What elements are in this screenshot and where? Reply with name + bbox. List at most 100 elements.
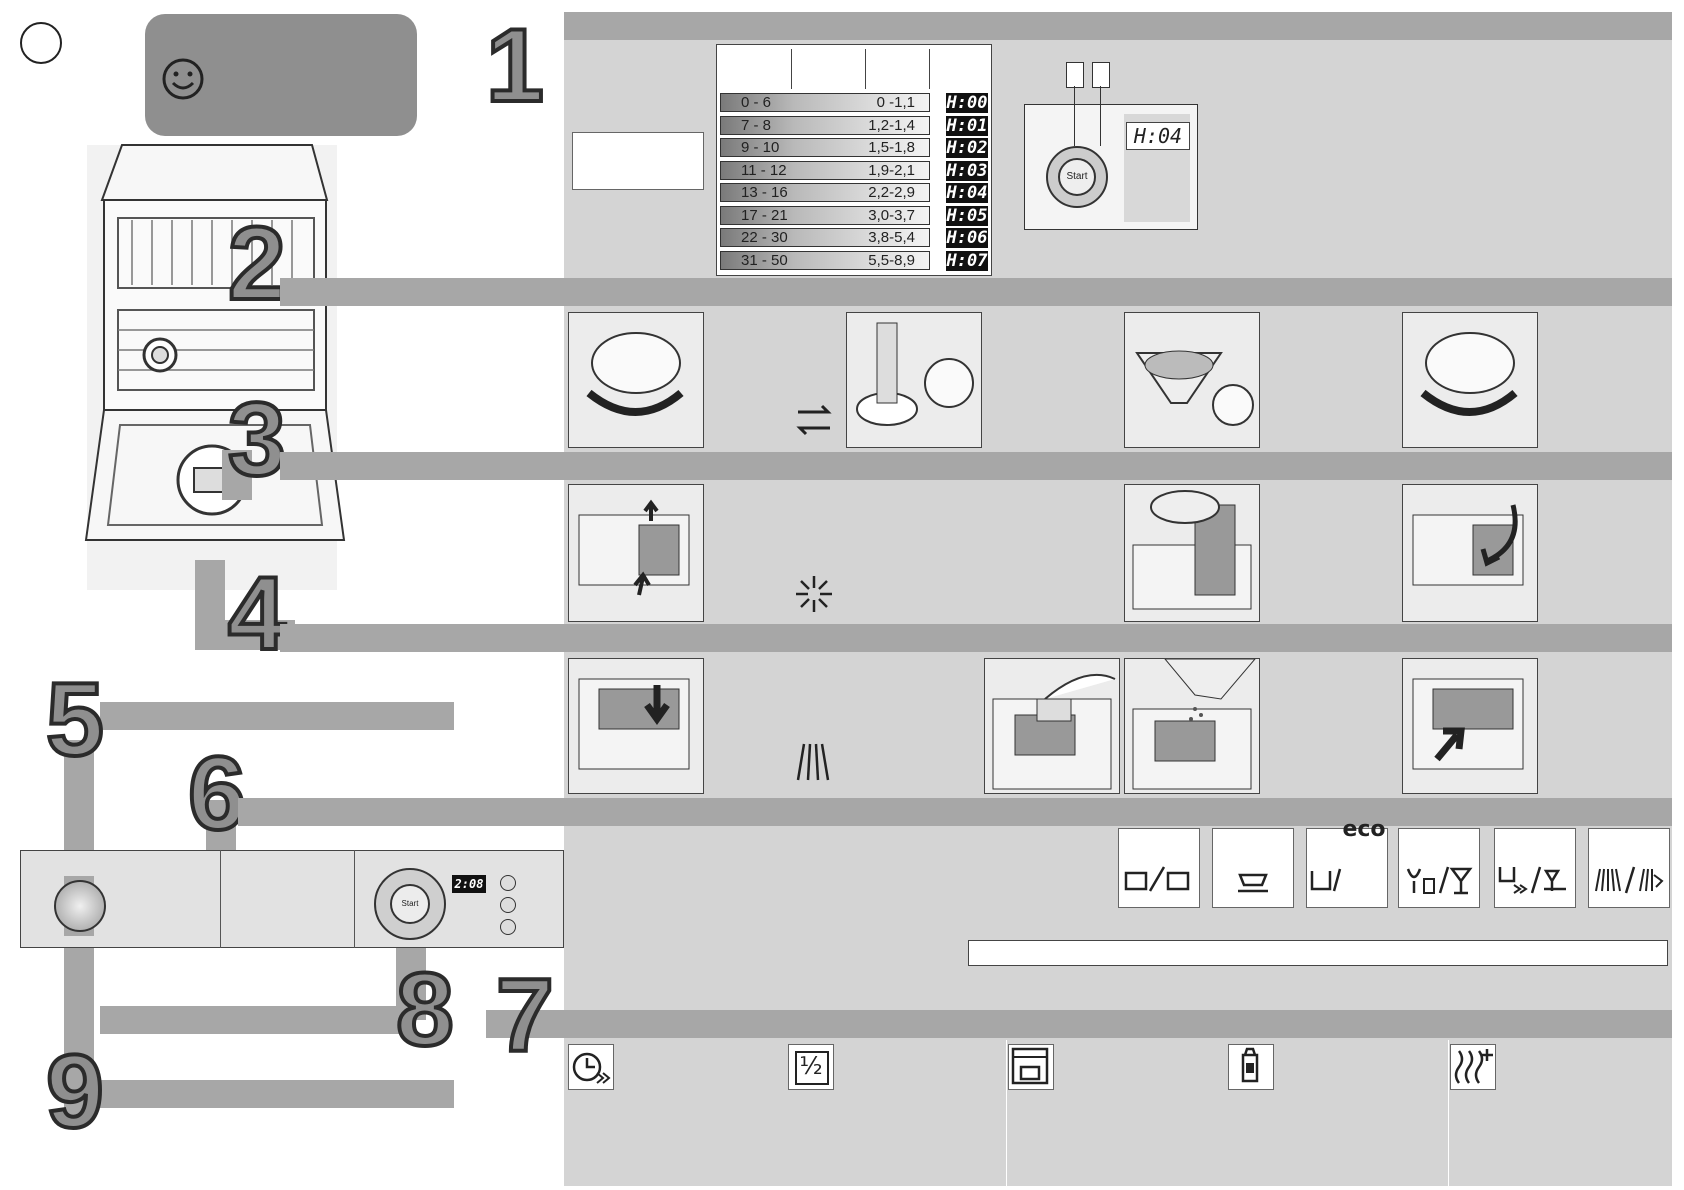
panel-divider xyxy=(354,850,355,948)
closeup-display: H:04 xyxy=(1126,122,1190,150)
intensive-icon xyxy=(1124,866,1190,892)
hardness-row: 13 - 16 2,2-2,9 xyxy=(720,183,930,202)
callout-box xyxy=(1066,62,1084,88)
hygiene-icon xyxy=(1241,1047,1259,1083)
hardness-setting: H:04 xyxy=(946,183,988,203)
corner-circle xyxy=(20,22,62,64)
prerinse-icon xyxy=(1595,866,1664,894)
blank-label-box xyxy=(572,132,704,190)
salt-icon xyxy=(796,404,832,436)
option-hygiene[interactable] xyxy=(1228,1044,1274,1090)
dishwasher-illustration xyxy=(84,144,346,590)
rinse-aid-open-image xyxy=(568,484,704,622)
step-number-4: 4 xyxy=(226,556,288,672)
hardness-row: 0 - 6 0 -1,1 xyxy=(720,93,930,112)
intensivezone-icon xyxy=(1011,1047,1049,1085)
hardness-dh: 0 - 6 xyxy=(741,94,772,111)
eco-text: eco xyxy=(1342,817,1386,842)
option-button[interactable] xyxy=(500,897,516,913)
callout-line xyxy=(1100,86,1101,146)
step-number-5: 5 xyxy=(44,662,106,778)
hardness-dh: 13 - 16 xyxy=(741,184,788,201)
option-halfload[interactable]: ½ xyxy=(788,1044,834,1090)
hardness-mmol: 2,2-2,9 xyxy=(868,184,915,201)
hardness-mmol: 1,2-1,4 xyxy=(868,116,915,134)
hardness-dh: 17 - 21 xyxy=(741,206,788,224)
hardness-dh: 7 - 8 xyxy=(741,116,772,134)
hardness-dh: 9 - 10 xyxy=(741,139,780,156)
hardness-dh: 22 - 30 xyxy=(741,229,788,246)
start-button[interactable]: Start xyxy=(390,884,430,924)
delicate-icon xyxy=(1238,873,1268,893)
option-button[interactable] xyxy=(500,919,516,935)
program-prerinse[interactable] xyxy=(1588,828,1670,908)
control-panel xyxy=(20,850,564,948)
step-number-1: 1 xyxy=(484,8,546,124)
hardness-row: 22 - 30 3,8-5,4 xyxy=(720,228,930,247)
panel-divider xyxy=(220,850,221,948)
program-glass[interactable] xyxy=(1398,828,1480,908)
step6-bar xyxy=(238,798,1672,826)
detergent-icon xyxy=(796,743,830,781)
program-delicate[interactable] xyxy=(1212,828,1294,908)
hardness-setting: H:03 xyxy=(946,160,988,181)
step-number-3: 3 xyxy=(226,382,288,498)
hardness-dh: 11 - 12 xyxy=(741,161,787,179)
detergent-powder-image xyxy=(1124,658,1260,794)
option-extradry[interactable] xyxy=(1450,1044,1496,1090)
closeup-start-label: Start xyxy=(1066,171,1088,182)
hardness-row: 11 - 12 1,9-2,1 xyxy=(720,160,930,180)
hardness-mmol: 1,9-2,1 xyxy=(868,161,915,179)
timedelay-icon xyxy=(572,1052,611,1084)
extradry-icon xyxy=(1454,1049,1493,1084)
option-timedelay[interactable] xyxy=(568,1044,614,1090)
step5-bar xyxy=(100,702,454,730)
salt-cap-open-image xyxy=(568,312,704,448)
connector-4b xyxy=(195,620,295,650)
step-number-2: 2 xyxy=(226,206,288,322)
program-eco[interactable]: eco xyxy=(1306,817,1388,908)
step2-bar xyxy=(280,278,1672,306)
auto-icon xyxy=(1498,866,1566,894)
program-auto[interactable] xyxy=(1494,828,1576,908)
closeup-start-button[interactable]: Start xyxy=(1058,158,1096,196)
hardness-mmol: 1,5-1,8 xyxy=(868,139,915,156)
hardness-row: 17 - 21 3,0-3,7 xyxy=(720,205,930,225)
hardness-mmol: 3,0-3,7 xyxy=(868,206,915,224)
step-number-7: 7 xyxy=(494,958,556,1074)
detergent-close-image xyxy=(1402,658,1538,794)
panel-divider xyxy=(1448,1040,1449,1186)
callout-box xyxy=(1092,62,1110,88)
start-label: Start xyxy=(401,899,419,908)
step4-bar xyxy=(280,624,1672,652)
rinse-aid-close-image xyxy=(1402,484,1538,622)
step8-bar xyxy=(100,1006,400,1034)
hardness-setting: H:06 xyxy=(946,228,988,248)
panel-divider xyxy=(1006,1040,1007,1186)
detergent-tablet-image xyxy=(984,658,1120,794)
salt-cap-close-image xyxy=(1402,312,1538,448)
option-intensivezone[interactable] xyxy=(1008,1044,1054,1090)
rinse-aid-icon xyxy=(796,576,832,612)
main-switch-button[interactable] xyxy=(54,880,106,932)
hardness-setting: H:02 xyxy=(946,138,988,158)
step-number-6: 6 xyxy=(186,736,248,852)
smiley-icon xyxy=(162,58,204,100)
halfload-text: ½ xyxy=(799,1052,823,1080)
hardness-setting: H:01 xyxy=(946,115,988,136)
hardness-mmol: 3,8-5,4 xyxy=(868,229,915,246)
option-button[interactable] xyxy=(500,875,516,891)
blank-text-field xyxy=(968,940,1668,966)
salt-fill-water-image xyxy=(846,312,982,448)
step9-bar xyxy=(100,1080,454,1108)
hardness-row: 7 - 8 1,2-1,4 xyxy=(720,115,930,135)
panel-display: 2:08 xyxy=(452,875,486,893)
step1-header-bar xyxy=(564,12,1672,40)
eco-icon xyxy=(1311,868,1342,892)
hardness-mmol: 0 -1,1 xyxy=(876,94,915,111)
program-intensive[interactable] xyxy=(1118,828,1200,908)
step7-panel xyxy=(564,1038,1672,1186)
hardness-setting: H:05 xyxy=(946,205,988,226)
connector-3 xyxy=(222,450,252,500)
